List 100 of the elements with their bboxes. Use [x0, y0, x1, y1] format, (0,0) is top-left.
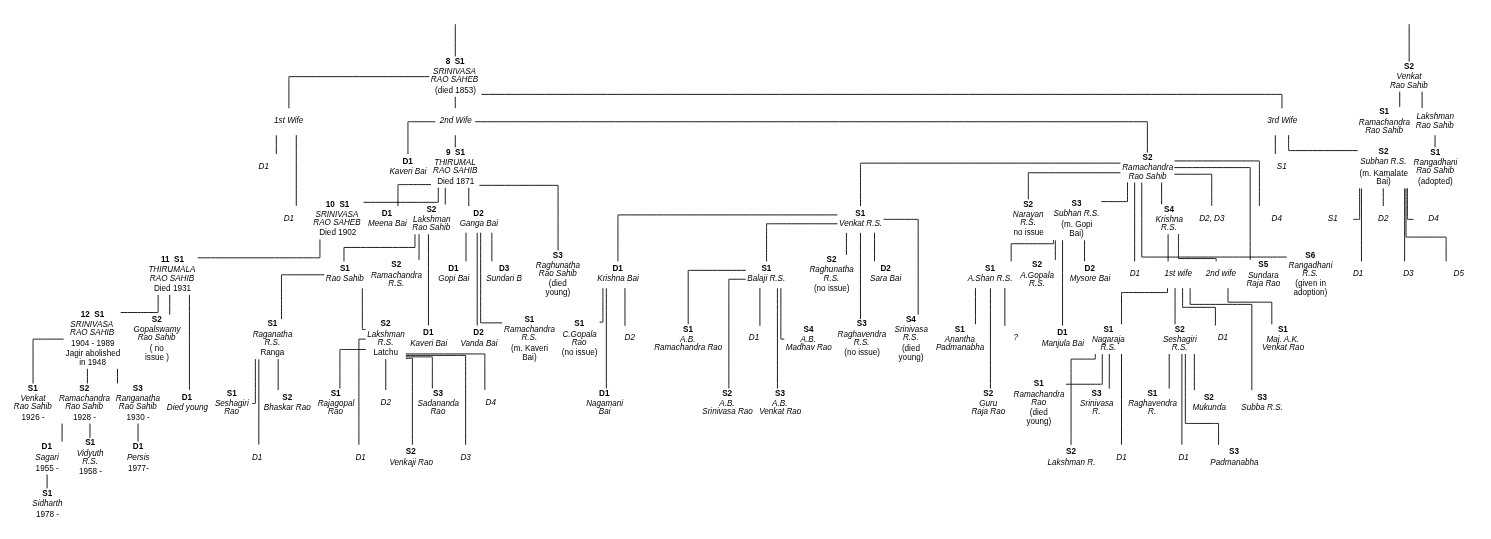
node-label: D1	[599, 388, 610, 398]
node-label: D1	[181, 392, 193, 402]
node-text: Lakshman R.	[1047, 457, 1096, 467]
node-label: S1	[985, 263, 996, 273]
node-label: S2	[405, 446, 416, 456]
connector	[860, 231, 861, 320]
node-text: Gopi Bai	[438, 273, 470, 283]
node-label: D1	[402, 156, 413, 166]
node-text: Ranganatha Rao Sahib 1930 -	[115, 393, 161, 422]
connector	[454, 134, 456, 148]
node-text: Seshagiri Rao	[214, 398, 249, 416]
connector	[189, 293, 190, 390]
node-label: S3	[552, 250, 563, 260]
connector	[874, 231, 875, 262]
connector	[1054, 239, 1056, 260]
connector	[1027, 171, 1121, 200]
connector	[169, 293, 171, 315]
node-text: Ramachandra Rao Sahib	[1358, 117, 1410, 135]
connector	[1352, 187, 1361, 220]
connector	[1184, 353, 1219, 445]
node-text: Subba R.S.	[1241, 402, 1283, 412]
connector	[975, 287, 976, 325]
node-text: Venkaji Rao	[389, 457, 433, 467]
connector	[288, 75, 430, 109]
node-text: D1	[1217, 332, 1229, 342]
connector	[361, 287, 367, 330]
node-text: D2	[1378, 213, 1389, 223]
node-label: 11 S1	[160, 254, 185, 264]
node-label: S2	[391, 259, 402, 269]
connector	[468, 186, 470, 206]
connector	[766, 222, 838, 262]
node-text: Subhan R.S. (m. Gopi Bai)	[1053, 208, 1100, 238]
connector	[1361, 187, 1362, 262]
connector	[428, 233, 429, 326]
node-label: S2	[722, 388, 733, 398]
node-label: D1	[612, 263, 623, 273]
node-text: A.Gopala R.S.	[1020, 270, 1055, 288]
node-label: D1	[41, 441, 52, 451]
connector	[405, 353, 486, 390]
node-text: Ganga Bai	[459, 218, 499, 228]
node-label: S1	[226, 388, 237, 398]
node-text: Rao Sahib	[325, 273, 364, 283]
node-label: S1	[574, 318, 585, 328]
node-text: 1st Wife	[274, 115, 304, 125]
node-text: D1	[1352, 268, 1364, 278]
node-label: S2	[79, 383, 90, 393]
node-label: D1	[448, 263, 459, 273]
node-label: S3	[775, 388, 786, 398]
connector	[728, 278, 747, 389]
node-text: Krishna Bai	[597, 273, 639, 283]
node-label: S1	[855, 208, 866, 217]
node-text: A.B. Madhav Rao	[785, 334, 832, 352]
node-text: Vidyuth R.S. 1958 -	[76, 448, 104, 476]
connector	[197, 238, 321, 258]
node-label: S1	[1033, 378, 1044, 388]
connector	[281, 273, 325, 320]
node-text: A.B. Ramachandra Rao	[654, 334, 723, 352]
node-text: D1	[1178, 452, 1189, 462]
node-text: Gopalswamy Rao Sahib ( no issue )	[133, 324, 181, 362]
connector	[1382, 187, 1384, 206]
node-text: Manjula Bai	[1041, 338, 1085, 348]
connector	[1141, 181, 1288, 257]
node-label: S1	[1379, 106, 1390, 116]
node-text: Lakshman Rao Sahib	[1415, 111, 1455, 130]
node-text: S1	[1276, 161, 1287, 171]
connector	[405, 355, 433, 389]
node-text: D1	[258, 161, 269, 171]
connector	[120, 294, 159, 313]
connector	[1167, 233, 1169, 262]
node-text: Meena Bai	[368, 218, 407, 228]
node-text: A.B. Srinivasa Rao	[702, 398, 753, 416]
node-text: C.Gopala Rao (no issue)	[561, 329, 598, 357]
node-text: Mukunda	[1192, 402, 1226, 412]
node-label: S2	[1174, 324, 1185, 334]
node-text: 2nd wife	[1205, 268, 1237, 278]
node-label: S2	[1066, 446, 1076, 456]
node-label: S1	[85, 437, 96, 447]
node-text: Ramachandra R.S.	[370, 270, 423, 288]
node-label: D3	[498, 263, 510, 273]
connector	[1405, 187, 1447, 262]
connector	[883, 218, 919, 315]
node-text: D4	[1271, 213, 1283, 223]
node-label: S1	[524, 314, 535, 324]
connector	[480, 93, 1283, 109]
connector	[687, 269, 747, 325]
node-label: S2	[983, 388, 994, 398]
node-text: Padmanabha	[1210, 457, 1259, 467]
connector	[358, 338, 367, 445]
node-text: Bhaskar Rao	[263, 402, 311, 412]
node-text: D2, D3	[1199, 213, 1225, 223]
node-text: Raganatha R.S. Ranga	[252, 329, 293, 357]
node-text: Sidharth 1978 -	[32, 498, 63, 519]
node-text: D5	[1453, 268, 1464, 278]
node-label: D2	[473, 327, 484, 337]
node-label: S3	[1229, 446, 1240, 456]
node-label: S1	[267, 318, 278, 328]
connector	[1404, 187, 1406, 262]
node-text: D2	[624, 332, 635, 342]
node-text: 2nd Wife	[439, 115, 472, 125]
node-text: SRINIVASA RAO SAHEB Died 1902	[313, 209, 361, 237]
